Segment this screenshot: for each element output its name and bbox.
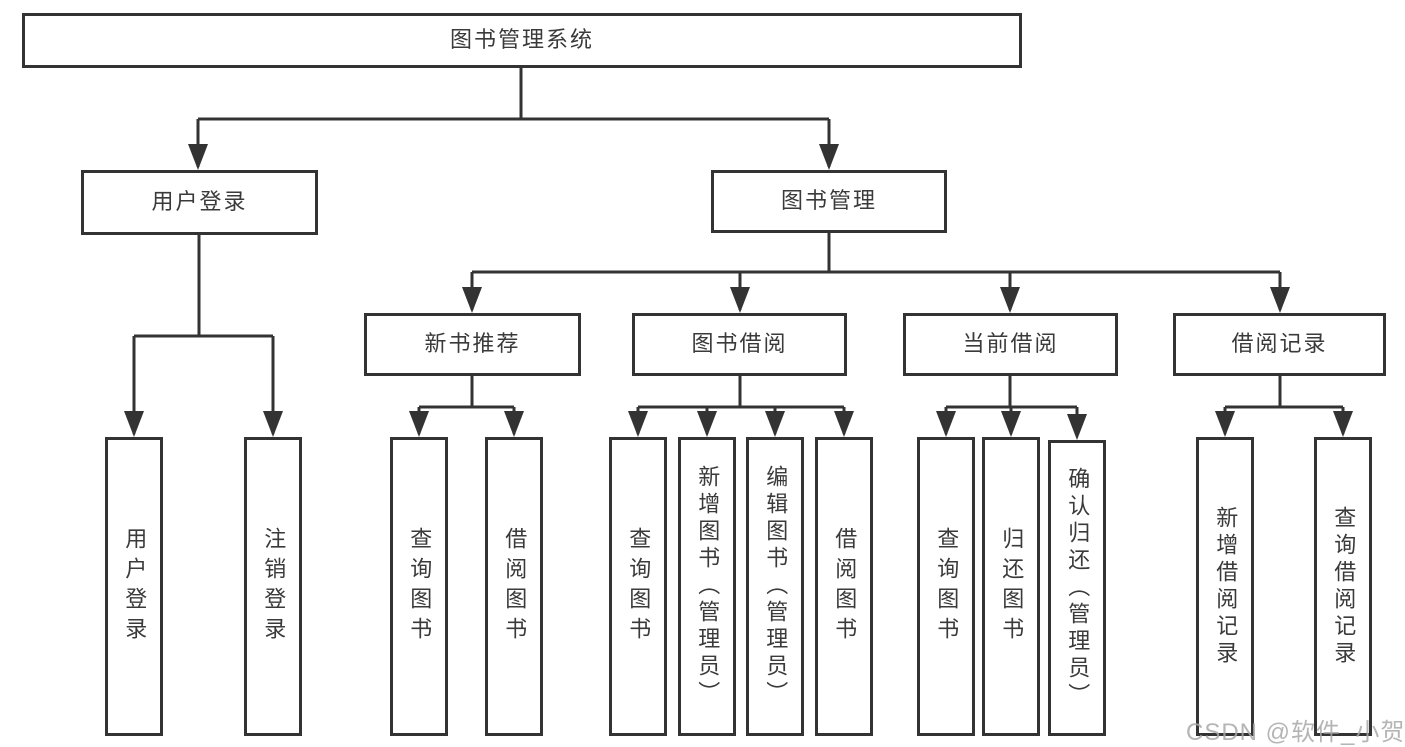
leaf-borrow-book-1: 借阅图书 <box>485 437 543 736</box>
leaf-add-borrow-record: 新增借阅记录 <box>1196 437 1254 736</box>
node-new-book-recommendation: 新书推荐 <box>364 313 581 376</box>
leaf-edit-book-admin: 编辑图书（管理员） <box>746 437 804 736</box>
node-user-login: 用户登录 <box>81 170 318 235</box>
node-book-borrowing: 图书借阅 <box>632 313 847 376</box>
leaf-query-book-3: 查询图书 <box>917 437 975 736</box>
node-book-management: 图书管理 <box>711 170 947 233</box>
leaf-user-login: 用户登录 <box>105 437 163 736</box>
leaf-logout: 注销登录 <box>244 437 302 736</box>
node-current-borrowing: 当前借阅 <box>903 313 1118 376</box>
node-root: 图书管理系统 <box>22 13 1022 68</box>
csdn-watermark: CSDN @软件_小贺同学 <box>1186 719 1405 746</box>
leaf-return-book: 归还图书 <box>982 437 1040 736</box>
leaf-confirm-return-admin: 确认归还（管理员） <box>1048 440 1106 736</box>
leaf-add-book-admin: 新增图书（管理员） <box>678 437 736 736</box>
leaf-query-borrow-record: 查询借阅记录 <box>1314 437 1372 736</box>
arrowheads <box>124 144 1353 440</box>
leaf-query-book-2: 查询图书 <box>609 437 667 736</box>
leaf-borrow-book-2: 借阅图书 <box>815 437 873 736</box>
leaf-query-book-1: 查询图书 <box>390 437 448 736</box>
node-borrow-records: 借阅记录 <box>1173 313 1386 376</box>
